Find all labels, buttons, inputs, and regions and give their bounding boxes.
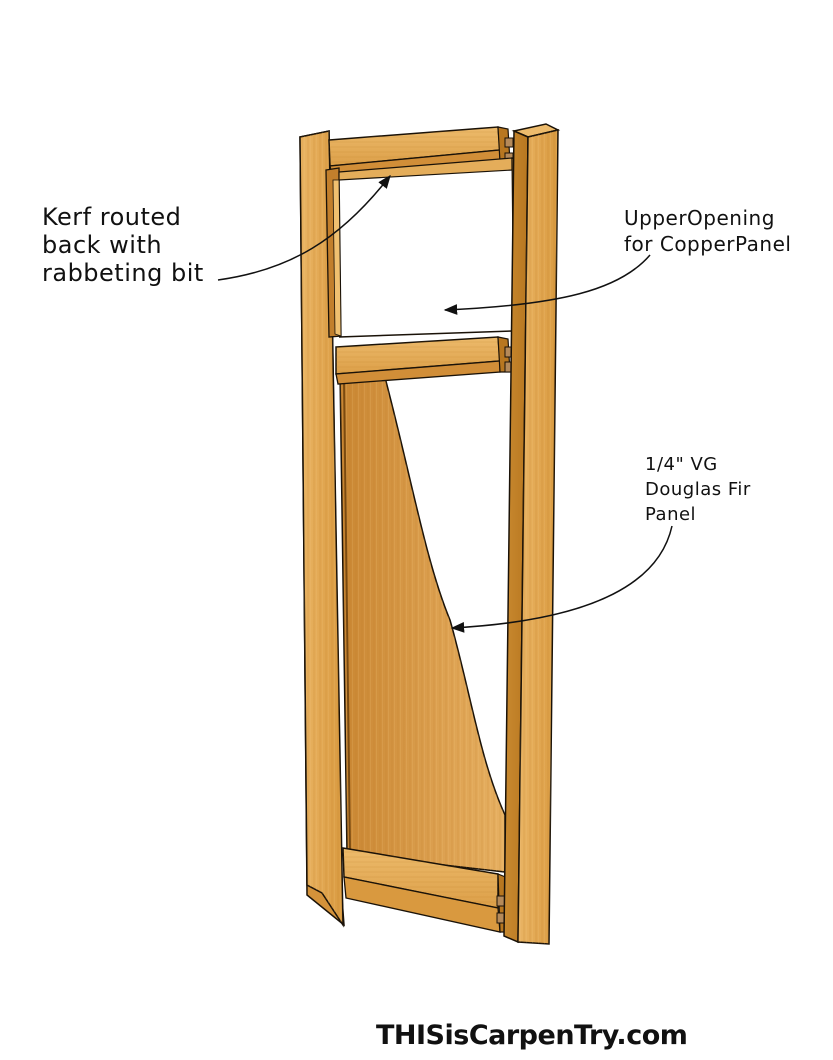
leader-lines xyxy=(217,174,673,633)
panel-leader-arrow xyxy=(450,525,673,633)
douglas-fir-panel xyxy=(339,365,506,873)
panel-label: 1/4" VG Douglas Fir Panel xyxy=(645,454,751,525)
top-rail xyxy=(328,126,514,176)
kerf-label: Kerf routed back with rabbeting bit xyxy=(42,203,204,287)
upper-opening-frame xyxy=(325,157,522,349)
brand-logo-text: THISisCarpenTry.com xyxy=(376,1020,688,1051)
upper-opening-label: UpperOpening for CopperPanel xyxy=(624,206,792,256)
upper-opening-leader-arrow xyxy=(443,254,651,315)
middle-rail xyxy=(335,336,514,385)
kerf-leader-arrow xyxy=(217,174,391,281)
right-stile xyxy=(503,123,561,945)
